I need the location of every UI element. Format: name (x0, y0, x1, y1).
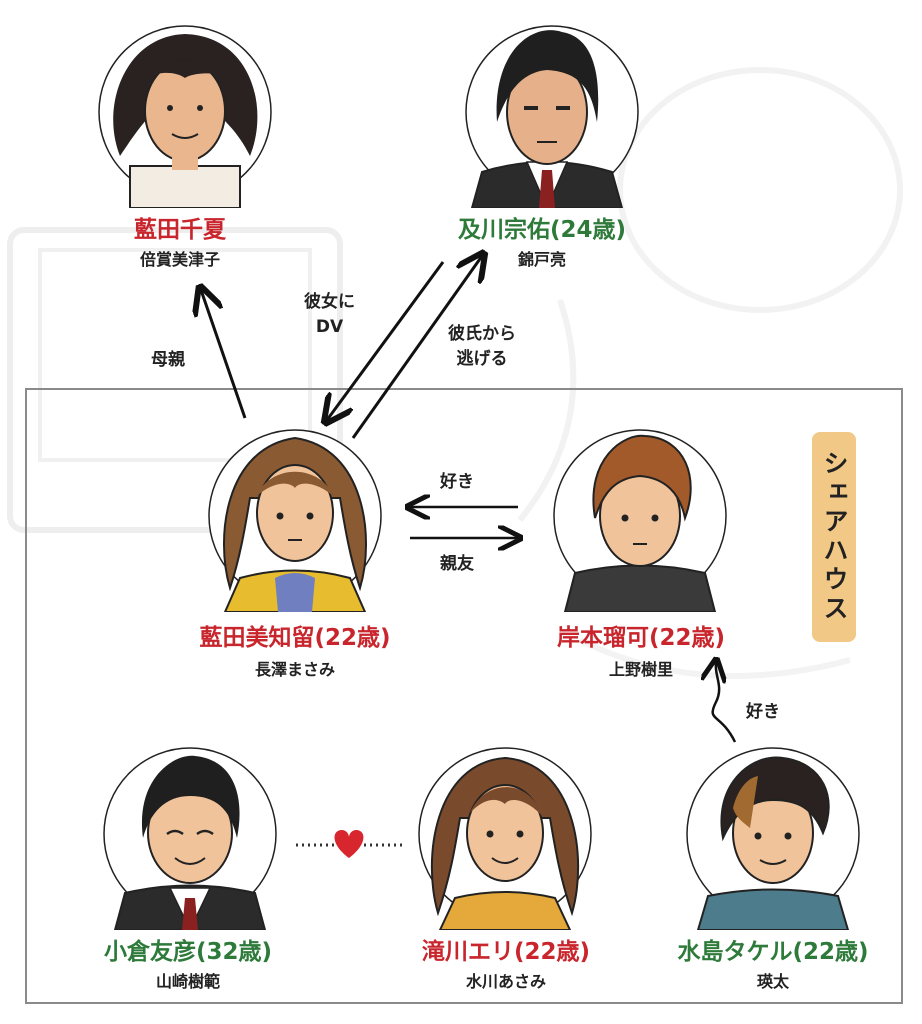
name-munesuke: 及川宗佑(24歳) (457, 217, 627, 243)
actor-tomohiko: 山崎樹範 (155, 972, 221, 991)
mother-arrow (201, 290, 247, 419)
label-flee: 彼氏から 逃げる (448, 324, 516, 369)
label-suki: 好き (440, 472, 474, 492)
avatar-michiru (208, 429, 382, 612)
flee-arrow (351, 256, 482, 439)
actor-takeru: 瑛太 (756, 972, 790, 991)
name-ruka: 岸本瑠可(22歳) (556, 625, 726, 651)
avatar-takeru (686, 747, 860, 930)
name-eri: 滝川エリ(22歳) (421, 939, 591, 965)
avatar-chinatsu (98, 25, 272, 208)
avatar-tomohiko (103, 747, 277, 930)
label-dv: 彼女に DV (304, 292, 355, 337)
actor-ruka: 上野樹里 (608, 660, 674, 679)
share-house-label: シェアハウス (812, 432, 856, 642)
label-suki-2: 好き (746, 702, 780, 722)
avatar-eri (418, 747, 592, 930)
actor-chinatsu: 倍賞美津子 (139, 250, 221, 269)
name-chinatsu: 藍田千夏 (134, 217, 226, 243)
avatar-munesuke (465, 25, 639, 208)
share-house-frame (25, 388, 903, 1004)
actor-eri: 水川あさみ (465, 972, 547, 991)
dv-arrow (327, 261, 445, 420)
name-takeru: 水島タケル(22歳) (677, 939, 869, 965)
suki2-arrow (713, 662, 737, 743)
actor-munesuke: 錦戸亮 (517, 250, 567, 269)
name-michiru: 藍田美知留(22歳) (199, 625, 391, 651)
heart-icon (334, 830, 364, 858)
label-mother: 母親 (151, 350, 185, 370)
actor-michiru: 長澤まさみ (254, 660, 336, 679)
name-tomohiko: 小倉友彦(32歳) (103, 939, 273, 965)
label-shinyu: 親友 (440, 554, 474, 574)
avatar-ruka (553, 429, 727, 612)
